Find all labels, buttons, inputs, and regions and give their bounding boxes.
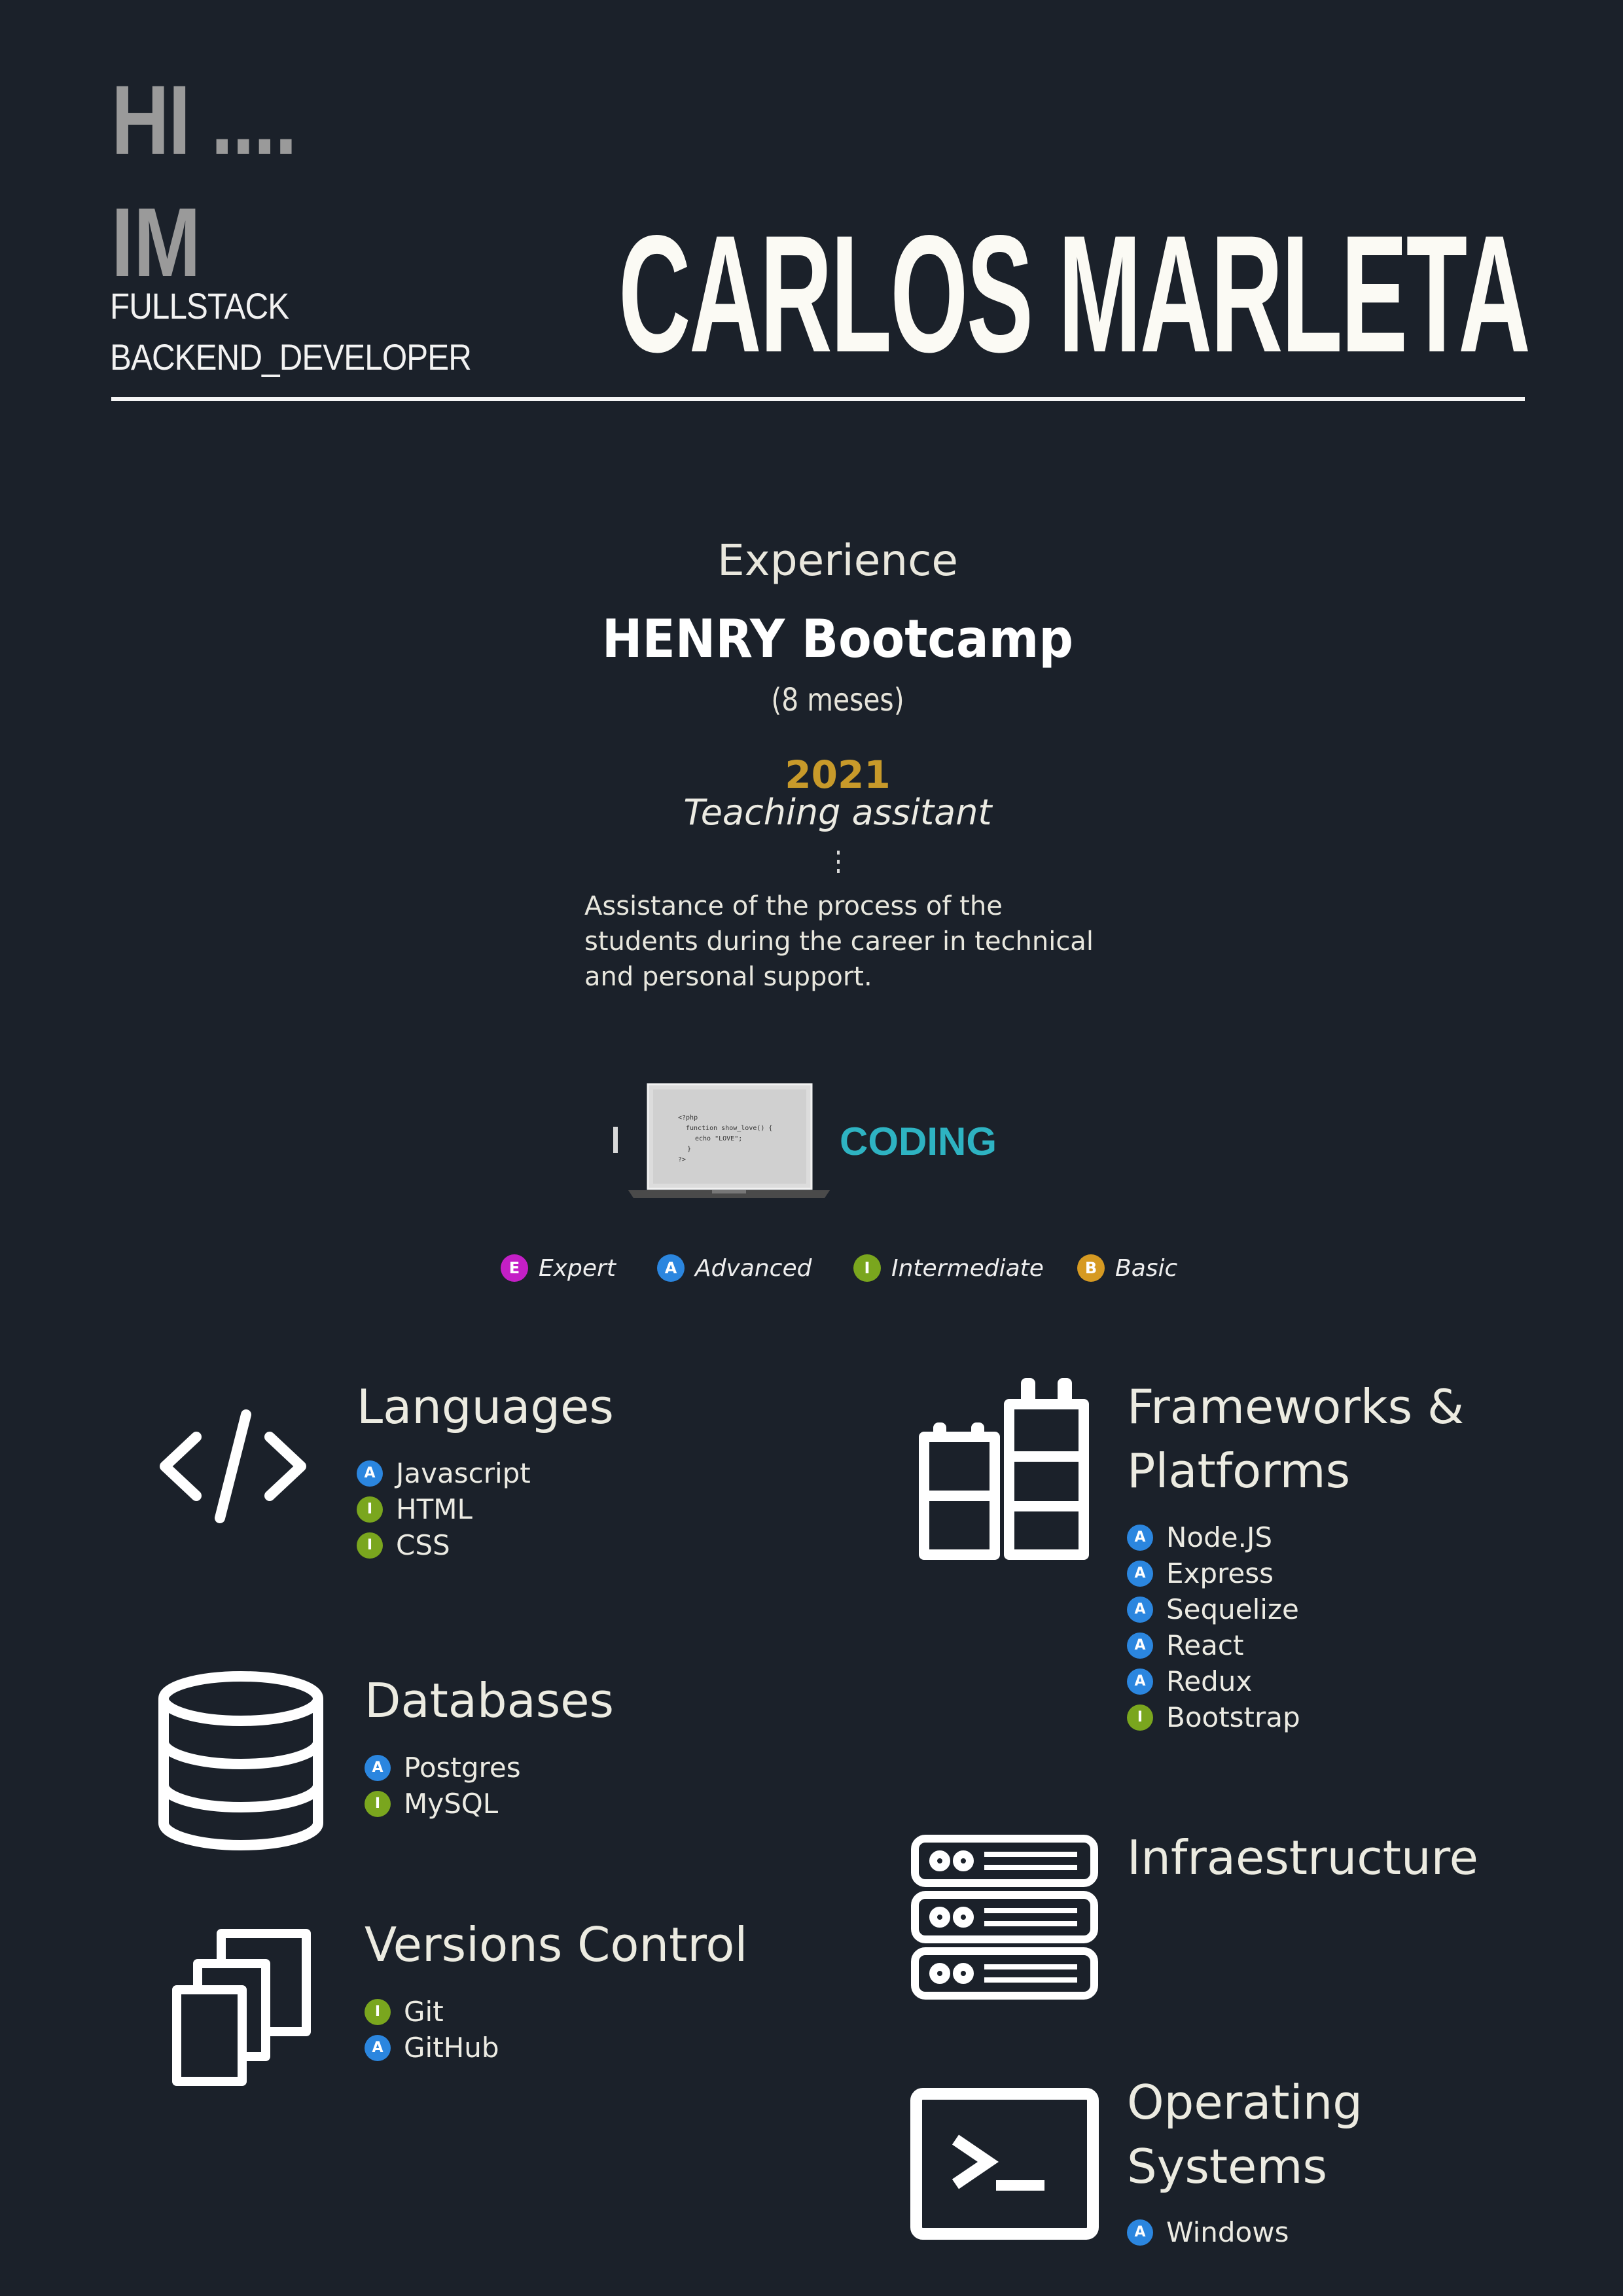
- title-line: Frameworks &: [1127, 1379, 1465, 1434]
- item-label: Express: [1166, 1557, 1274, 1589]
- level-badge: B: [1077, 1254, 1105, 1282]
- list-item: I MySQL: [365, 1786, 521, 1822]
- level-badge: I: [357, 1496, 383, 1523]
- coding-label: CODING: [840, 1120, 997, 1163]
- version-control-list: I Git A GitHub: [365, 1994, 499, 2066]
- title-line: Systems: [1127, 2139, 1327, 2194]
- list-item: A Windows: [1127, 2214, 1289, 2250]
- level-badge: A: [1127, 1668, 1153, 1695]
- section-title-languages: Languages: [357, 1379, 614, 1434]
- item-label: Git: [404, 1996, 444, 2028]
- copies-icon: [172, 1929, 311, 2086]
- section-title-infrastructure: Infraestructure: [1127, 1830, 1478, 1885]
- server-rack-icon: [911, 1835, 1098, 2000]
- database-icon: [158, 1671, 323, 1850]
- experience-description: Assistance of the process of the student…: [584, 891, 1094, 992]
- header-divider: [111, 397, 1525, 401]
- languages-list: A Javascript I HTML I CSS: [357, 1455, 531, 1563]
- role-line-2: BACKEND_DEVELOPER: [110, 336, 472, 378]
- experience-role: Teaching assitant: [683, 792, 992, 833]
- section-title-operating-systems: Operating Systems: [1127, 2070, 1363, 2199]
- experience-title: Experience: [717, 535, 959, 586]
- legend-label: Basic: [1115, 1254, 1178, 1282]
- cursor-bar: [613, 1127, 618, 1153]
- experience-company: HENRY Bootcamp: [601, 609, 1074, 669]
- section-title-databases: Databases: [365, 1673, 615, 1728]
- level-badge: A: [365, 1754, 391, 1781]
- legend-expert: E Expert: [501, 1252, 616, 1284]
- list-item: I Bootstrap: [1127, 1699, 1300, 1735]
- laptop-icon: <?php function show_love() { echo "LOVE"…: [628, 1083, 830, 1198]
- item-label: Node.JS: [1166, 1521, 1273, 1553]
- section-title-frameworks: Frameworks & Platforms: [1127, 1375, 1464, 1503]
- level-badge: A: [657, 1254, 685, 1282]
- list-item: I HTML: [357, 1491, 531, 1527]
- item-label: Postgres: [404, 1752, 521, 1784]
- item-label: GitHub: [404, 2032, 499, 2064]
- role-line-1: FULLSTACK: [110, 285, 289, 327]
- building-blocks-icon: [919, 1378, 1089, 1560]
- item-label: Redux: [1166, 1665, 1253, 1697]
- experience-year: 2021: [785, 752, 891, 797]
- code-line: function show_love() {: [686, 1125, 772, 1132]
- item-label: Windows: [1166, 2216, 1289, 2248]
- operating-systems-list: A Windows: [1127, 2214, 1289, 2250]
- level-badge: A: [1127, 1524, 1153, 1551]
- legend-basic: B Basic: [1077, 1252, 1177, 1284]
- list-item: I CSS: [357, 1527, 531, 1563]
- experience-duration: (8 meses): [771, 682, 904, 718]
- level-badge: I: [365, 1790, 391, 1817]
- item-label: React: [1166, 1629, 1244, 1661]
- list-item: A Redux: [1127, 1663, 1300, 1699]
- title-line: Platforms: [1127, 1443, 1351, 1498]
- section-title-version-control: Versions Control: [365, 1917, 748, 1972]
- level-badge: A: [1127, 1632, 1153, 1659]
- code-line: }: [687, 1146, 691, 1153]
- im-text: IM: [111, 187, 201, 297]
- item-label: HTML: [396, 1493, 473, 1525]
- code-line: <?php: [678, 1114, 698, 1122]
- list-item: A React: [1127, 1627, 1300, 1663]
- list-item: A Express: [1127, 1555, 1300, 1591]
- item-label: Javascript: [396, 1457, 531, 1489]
- frameworks-list: A Node.JS A Express A Sequelize A React A Red…: [1127, 1519, 1300, 1735]
- level-badge: I: [357, 1532, 383, 1559]
- databases-list: A Postgres I MySQL: [365, 1750, 521, 1822]
- item-label: CSS: [396, 1529, 450, 1561]
- level-badge: A: [1127, 1560, 1153, 1587]
- legend-label: Intermediate: [891, 1254, 1044, 1282]
- timeline-dots: [837, 851, 840, 877]
- code-line: ?>: [678, 1156, 686, 1163]
- greeting-text: HI ....: [111, 65, 297, 175]
- code-line: echo "LOVE";: [695, 1135, 742, 1142]
- list-item: A Node.JS: [1127, 1519, 1300, 1555]
- person-name: CARLOS MARLETA: [618, 201, 1531, 387]
- item-label: Bootstrap: [1166, 1701, 1300, 1733]
- level-badge: I: [1127, 1704, 1153, 1731]
- list-item: I Git: [365, 1994, 499, 2030]
- legend-intermediate: I Intermediate: [853, 1252, 1044, 1284]
- level-badge: A: [1127, 1596, 1153, 1623]
- level-badge: A: [1127, 2219, 1153, 2246]
- legend-advanced: A Advanced: [657, 1252, 812, 1284]
- item-label: MySQL: [404, 1788, 499, 1820]
- list-item: A Sequelize: [1127, 1591, 1300, 1627]
- list-item: A Postgres: [365, 1750, 521, 1786]
- level-badge: I: [853, 1254, 881, 1282]
- list-item: A GitHub: [365, 2030, 499, 2066]
- code-icon: [160, 1409, 306, 1523]
- title-line: Operating: [1127, 2075, 1363, 2130]
- list-item: A Javascript: [357, 1455, 531, 1491]
- level-badge: A: [365, 2034, 391, 2061]
- level-badge: E: [501, 1254, 528, 1282]
- terminal-icon: [910, 2088, 1099, 2240]
- level-badge: I: [365, 1998, 391, 2025]
- legend-label: Advanced: [695, 1254, 812, 1282]
- legend-label: Expert: [539, 1254, 616, 1282]
- item-label: Sequelize: [1166, 1593, 1299, 1625]
- level-badge: A: [357, 1460, 383, 1487]
